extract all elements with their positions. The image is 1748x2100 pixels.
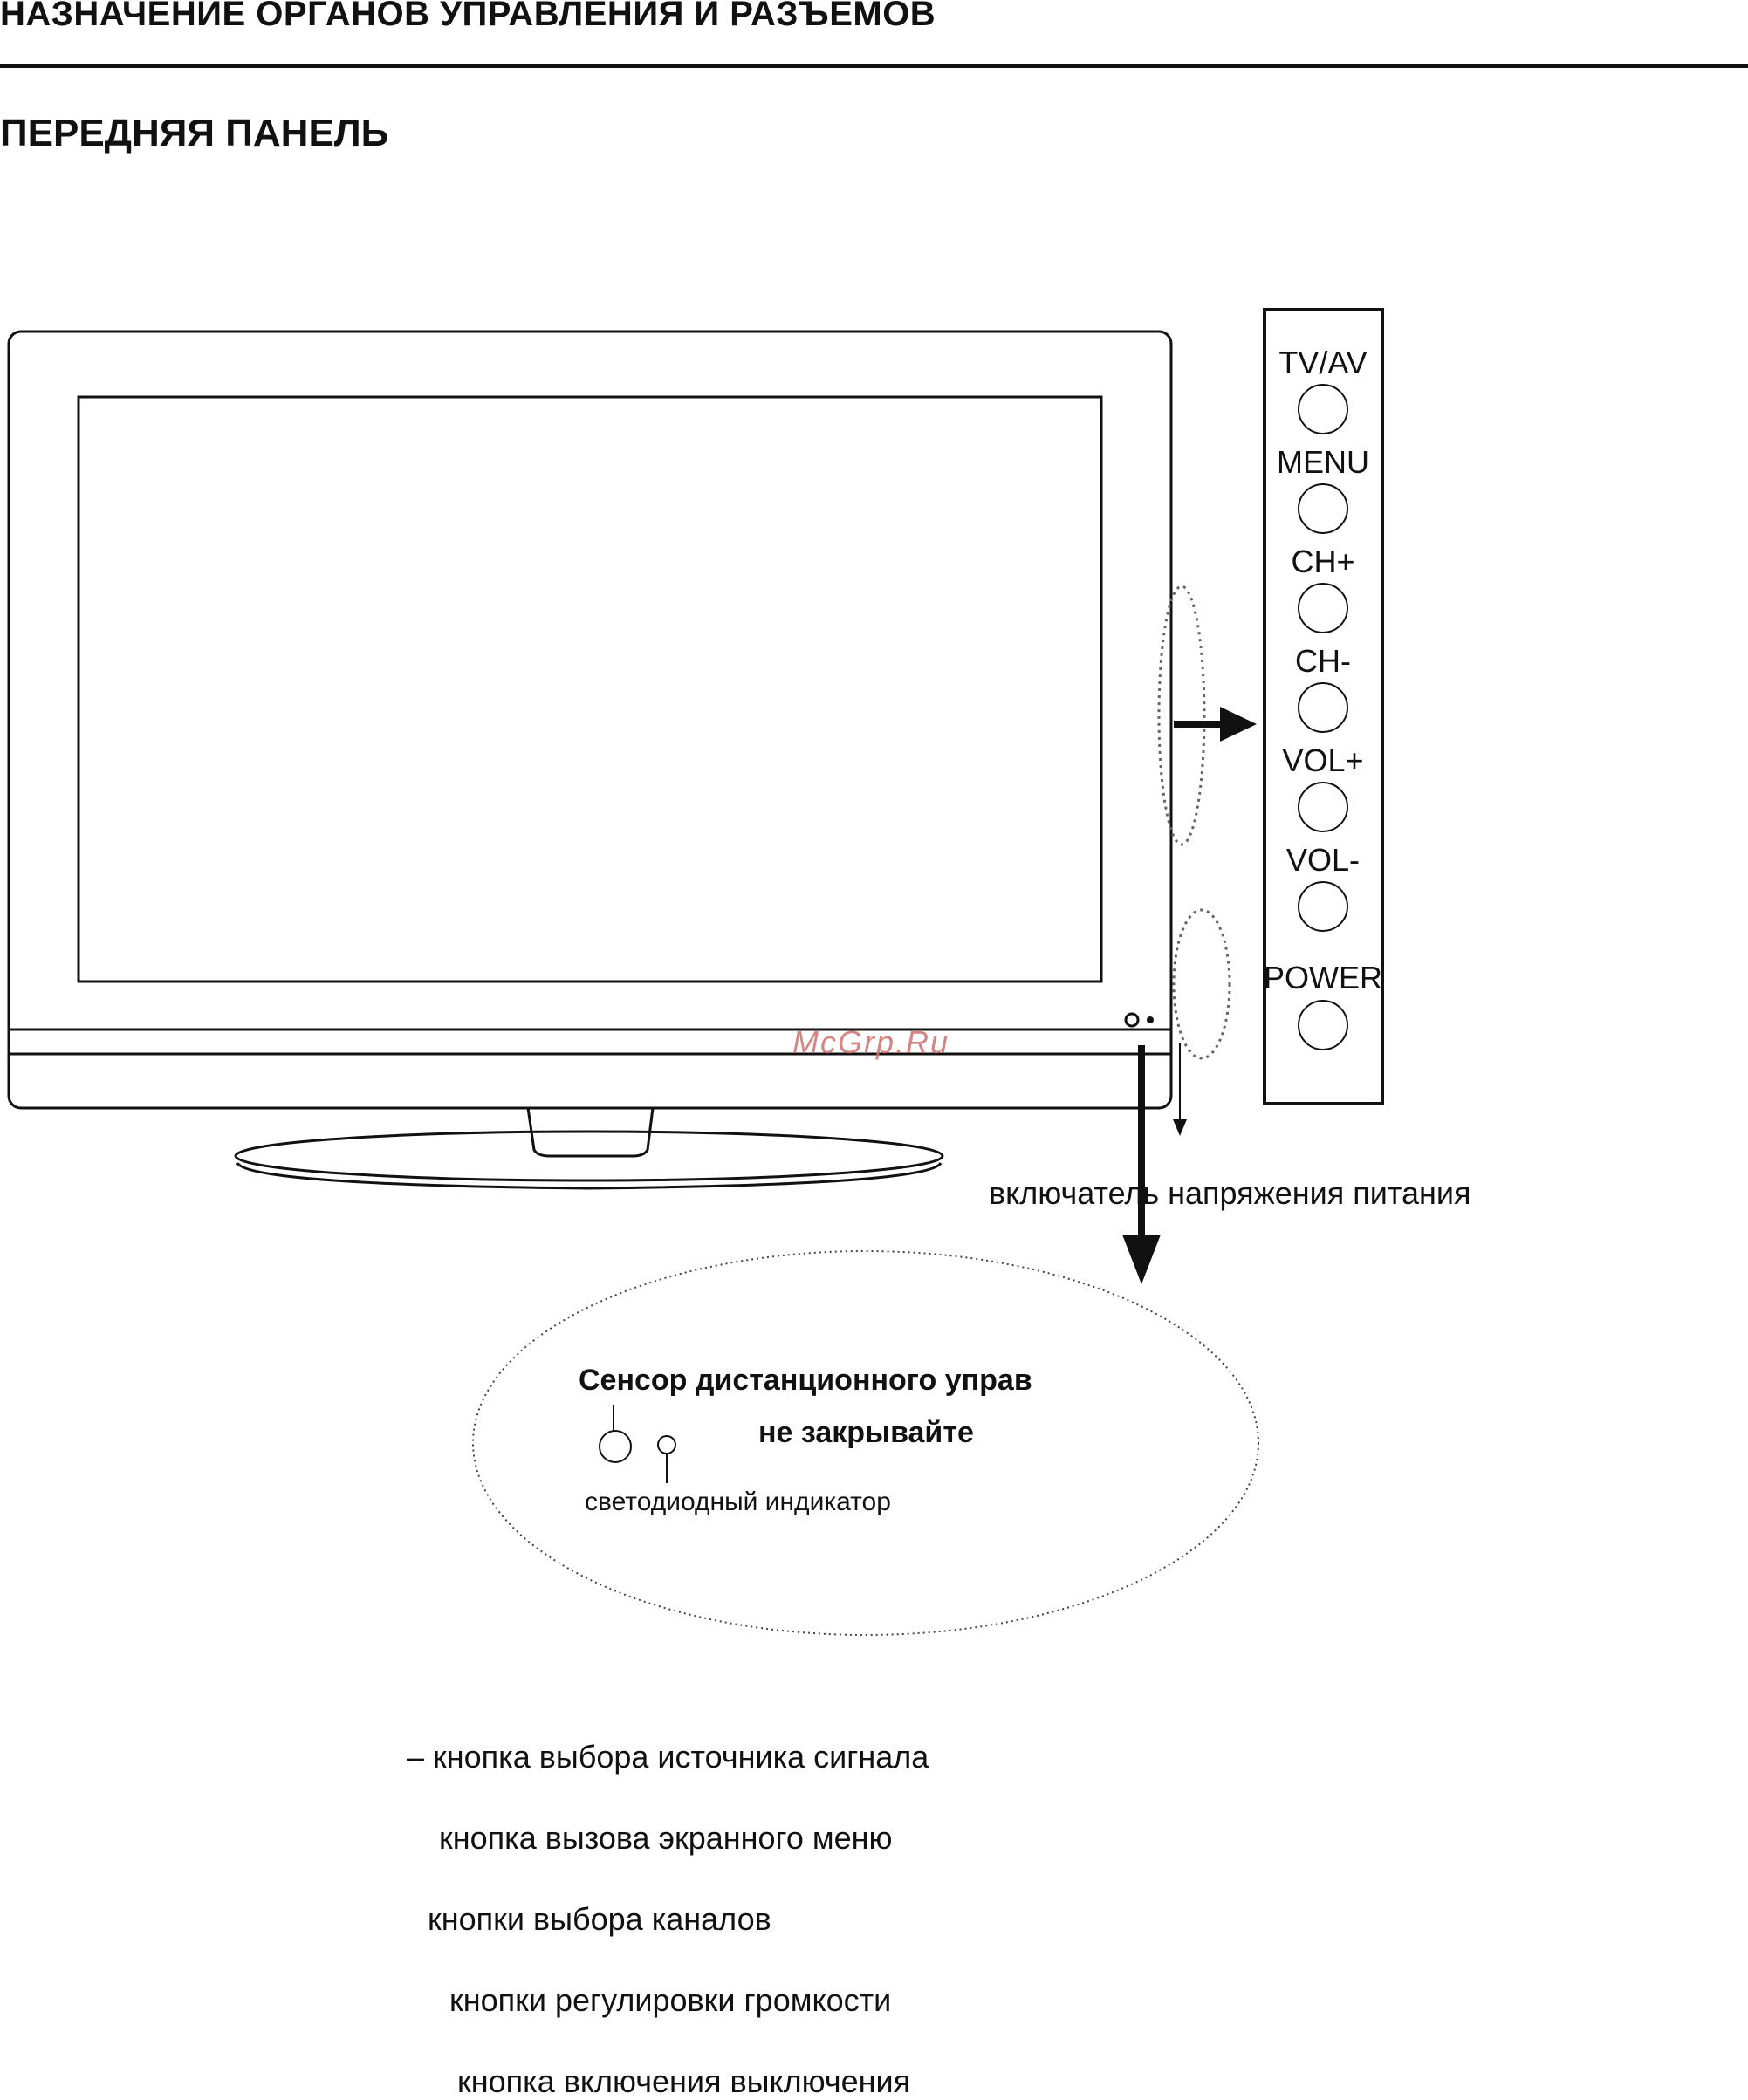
sensor-circle	[599, 1430, 632, 1463]
ch-minus-button-circle	[1298, 682, 1348, 733]
power-button-label: POWER	[1263, 960, 1382, 995]
ch-plus-button-circle	[1298, 583, 1348, 633]
tv-screen	[77, 395, 1103, 983]
page-title: НАЗНАЧЕНИЕ ОРГАНОВ УПРАВЛЕНИЯ И РАЗЪЕМОВ	[0, 0, 936, 33]
menu-button-label: MENU	[1277, 444, 1369, 480]
ch-minus-button-label: CH-	[1295, 643, 1351, 679]
panel-buttons	[1298, 384, 1348, 1050]
control-panel	[1263, 308, 1384, 1105]
stand-base	[234, 1130, 944, 1182]
vol-plus-button-label: VOL+	[1282, 742, 1364, 778]
power-button-circle	[1298, 1000, 1348, 1050]
remote-sensor-dot	[1124, 1012, 1140, 1028]
ch-plus-button-label: CH+	[1291, 544, 1355, 579]
watermark: McGrp.Ru	[792, 1024, 950, 1060]
led-circle	[657, 1435, 676, 1454]
led-dot	[1147, 1016, 1154, 1023]
power-arrow-head	[1173, 1119, 1187, 1136]
tvav-button-circle	[1298, 384, 1348, 434]
sensor-callout-ellipse	[472, 1250, 1259, 1636]
power-switch-caption: включатель напряжения питания	[989, 1175, 1471, 1211]
stand-base-rim	[236, 1162, 943, 1190]
side-buttons-highlight	[1157, 585, 1206, 846]
tv-body	[7, 330, 1173, 1110]
title-divider	[0, 64, 1748, 68]
section-title: ПЕРЕДНЯЯ ПАНЕЛЬ	[0, 112, 389, 154]
tvav-button-label: TV/AV	[1278, 345, 1368, 380]
vol-minus-button-label: VOL-	[1285, 842, 1361, 878]
description-channels: кнопки выбора каналов	[428, 1901, 771, 1937]
description-menu: кнопка вызова экранного меню	[439, 1820, 893, 1856]
menu-button-circle	[1298, 483, 1348, 534]
power-switch-highlight	[1172, 908, 1231, 1060]
vol-minus-button-circle	[1298, 881, 1348, 932]
remote-sensor-note: не закрывайте	[758, 1416, 974, 1449]
stand-neck	[526, 1107, 655, 1158]
remote-sensor-title: Сенсор дистанционного управ	[579, 1364, 1032, 1397]
vol-plus-button-circle	[1298, 782, 1348, 832]
description-volume: кнопки регулировки громкости	[449, 1982, 892, 2018]
panel-arrow-head	[1220, 707, 1257, 742]
description-tvav: – кнопка выбора источника сигнала	[407, 1739, 929, 1775]
led-caption: светодиодный индикатор	[585, 1488, 891, 1516]
description-power: кнопка включения выключения	[457, 2063, 911, 2099]
sensor-arrow-head	[1122, 1235, 1161, 1284]
